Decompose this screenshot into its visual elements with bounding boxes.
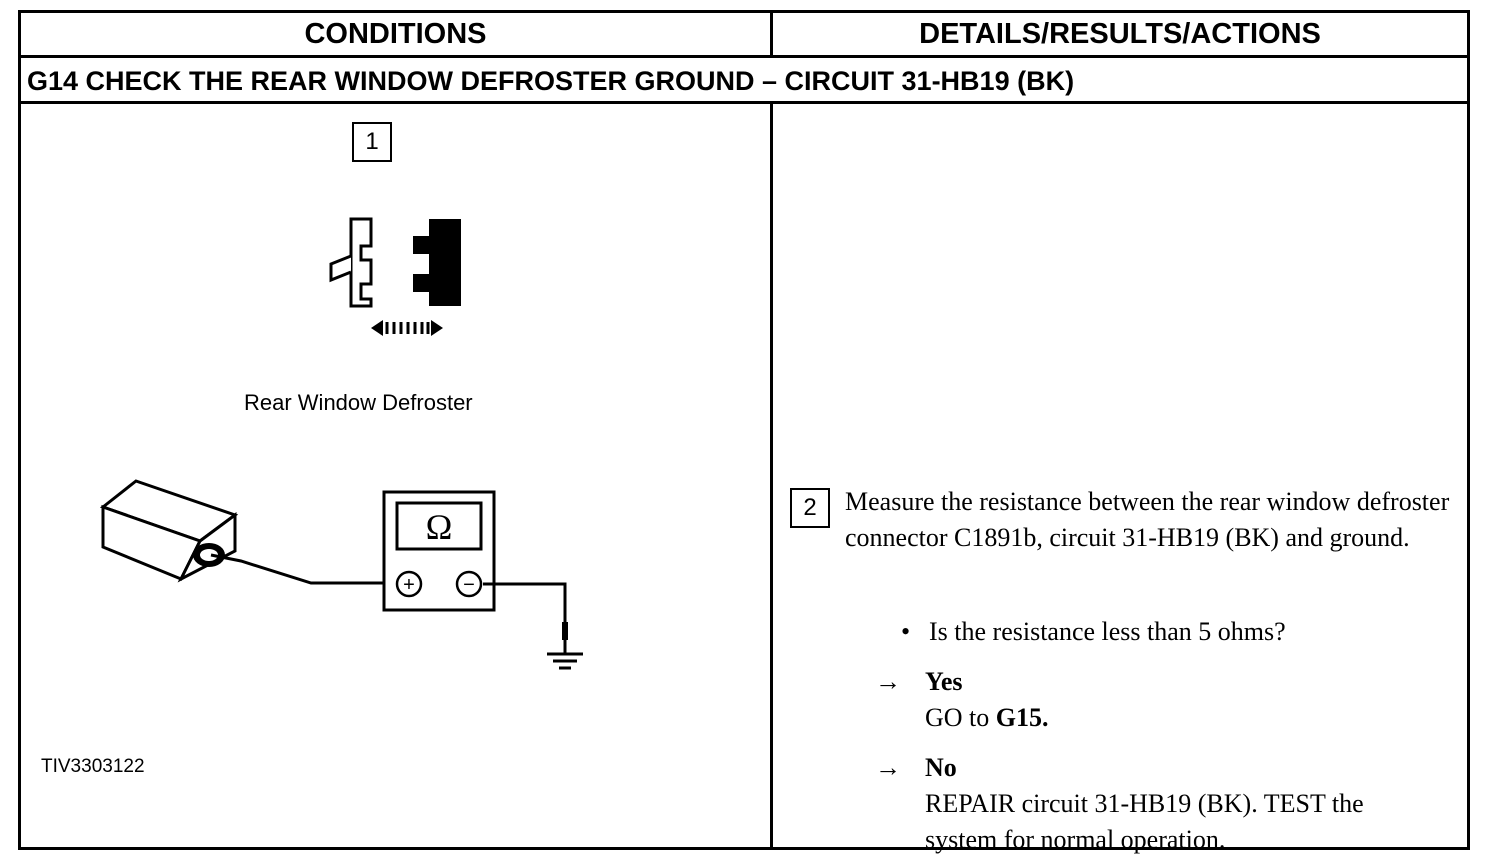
step-2-box: 2 [790, 488, 830, 528]
yes-label: Yes [925, 667, 963, 696]
figure-id: TIV3303122 [41, 756, 145, 777]
conditions-column: 1 Rear Window Defroster [21, 104, 773, 847]
title-divider [21, 101, 1467, 104]
no-action-line-1: REPAIR circuit 31-HB19 (BK). TEST the [925, 789, 1364, 818]
ground-lead [483, 582, 583, 670]
plus-terminal-symbol: + [403, 574, 415, 596]
question-text: Is the resistance less than 5 ohms? [929, 617, 1286, 646]
harness-connector-illustration [99, 479, 391, 585]
step-2-instruction: Measure the resistance between the rear … [845, 487, 1450, 552]
no-arrow-icon: → [875, 753, 901, 782]
test-title: G14 CHECK THE REAR WINDOW DEFROSTER GROU… [27, 65, 1075, 96]
connector-illustration [329, 217, 461, 336]
bullet: • [901, 617, 911, 646]
step-1-box: 1 [352, 122, 392, 162]
no-label: No [925, 753, 957, 782]
yes-action-prefix: GO to [925, 703, 996, 732]
ohm-symbol: Ω [426, 507, 453, 547]
minus-terminal-symbol: − [463, 574, 475, 596]
details-column: 2 Measure the resistance between the rea… [773, 104, 1467, 854]
details-header: DETAILS/RESULTS/ACTIONS [919, 17, 1321, 50]
diagnostic-table: CONDITIONS DETAILS/RESULTS/ACTIONS G14 C… [18, 10, 1470, 854]
ohmmeter: Ω + − [382, 490, 496, 612]
yes-action-target: G15. [995, 703, 1049, 732]
yes-arrow-icon: → [875, 667, 901, 696]
resistance-question: • Is the resistance less than 5 ohms? [901, 614, 1286, 650]
no-action-line-2: system for normal operation. [925, 825, 1226, 854]
yes-branch: → Yes GO to G15. [875, 664, 1049, 736]
no-branch: → No REPAIR circuit 31-HB19 (BK). TEST th… [875, 750, 1364, 858]
conditions-header: CONDITIONS [21, 13, 773, 55]
header-divider [21, 55, 1467, 58]
connector-caption: Rear Window Defroster [244, 390, 473, 415]
